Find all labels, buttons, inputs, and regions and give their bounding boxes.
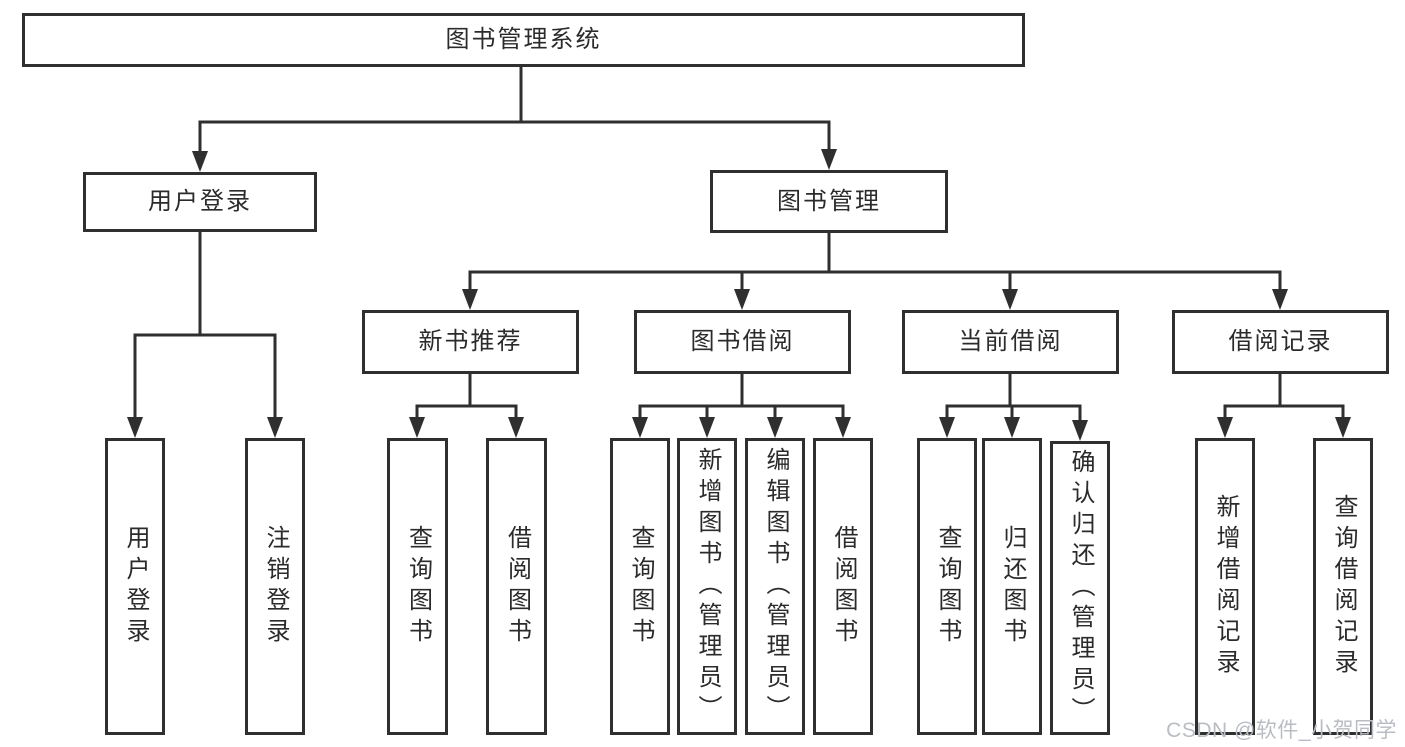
leaf-add-borrow-record: 新增借阅记录 bbox=[1195, 438, 1255, 735]
node-book-borrow: 图书借阅 bbox=[634, 310, 851, 374]
node-borrow-records: 借阅记录 bbox=[1172, 310, 1389, 374]
node-new-book-recommend: 新书推荐 bbox=[362, 310, 579, 374]
leaf-edit-book-admin: 编辑图书（管理员） bbox=[745, 438, 805, 735]
leaf-query-books-1: 查询图书 bbox=[387, 438, 448, 735]
node-current-borrow: 当前借阅 bbox=[902, 310, 1119, 374]
leaf-confirm-return-admin: 确认归还（管理员） bbox=[1050, 441, 1110, 735]
node-root: 图书管理系统 bbox=[22, 13, 1025, 67]
leaf-borrow-books-2: 借阅图书 bbox=[813, 438, 873, 735]
leaf-query-borrow-record: 查询借阅记录 bbox=[1313, 438, 1373, 735]
leaf-query-books-2: 查询图书 bbox=[610, 438, 670, 735]
node-book-management: 图书管理 bbox=[710, 170, 948, 233]
node-user-login: 用户登录 bbox=[83, 172, 317, 232]
leaf-return-books: 归还图书 bbox=[982, 438, 1042, 735]
leaf-user-login: 用户登录 bbox=[105, 438, 165, 735]
watermark: CSDN @软件_小贺同学 bbox=[1166, 719, 1397, 742]
leaf-add-book-admin: 新增图书（管理员） bbox=[677, 438, 737, 735]
leaf-logout: 注销登录 bbox=[245, 438, 305, 735]
leaf-query-books-3: 查询图书 bbox=[917, 438, 977, 735]
leaf-borrow-books-1: 借阅图书 bbox=[486, 438, 547, 735]
